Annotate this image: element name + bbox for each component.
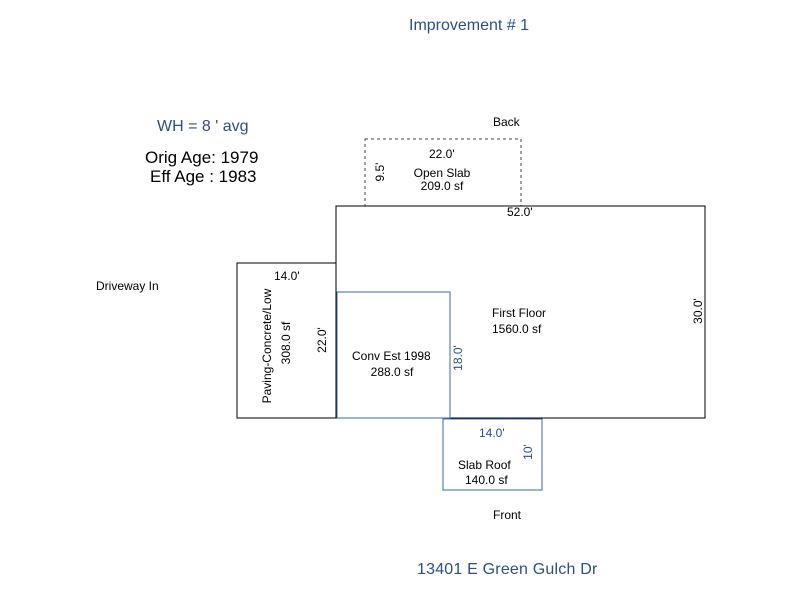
open-slab-depth: 9.5'	[373, 162, 387, 182]
paving-name: Paving-Concrete/Low	[260, 288, 274, 404]
paving-area: 308.0 sf	[279, 321, 293, 365]
back-label: Back	[493, 115, 520, 129]
property-address: 13401 E Green Gulch Dr	[417, 561, 598, 578]
conversion-name: Conv Est 1998	[352, 349, 431, 363]
slab-roof-outline	[442, 418, 543, 491]
page-title: Improvement # 1	[409, 17, 530, 34]
conversion-outline	[336, 291, 451, 419]
first-floor-area: 1560.0 sf	[492, 322, 542, 336]
paving-outline	[236, 262, 337, 419]
paving-depth: 22.0'	[315, 327, 329, 353]
first-floor-width: 52.0'	[507, 205, 533, 219]
orig-age-label: Orig Age: 1979	[145, 148, 259, 167]
conversion-area: 288.0 sf	[370, 365, 414, 379]
conversion-depth: 18.0'	[451, 345, 465, 371]
first-floor-name: First Floor	[492, 306, 546, 320]
open-slab-width: 22.0'	[429, 147, 455, 161]
open-slab-name: Open Slab	[413, 166, 471, 180]
slab-roof-name: Slab Roof	[458, 458, 511, 472]
slab-roof-area: 140.0 sf	[465, 473, 508, 487]
wall-height-label: WH = 8 ' avg	[157, 118, 249, 135]
open-slab-area: 209.0 sf	[420, 179, 464, 193]
eff-age-label: Eff Age : 1983	[150, 167, 257, 186]
driveway-label: Driveway In	[96, 279, 159, 293]
slab-roof-width: 14.0'	[479, 426, 505, 440]
slab-roof-depth: 10'	[521, 444, 535, 460]
front-label: Front	[493, 508, 522, 522]
paving-width: 14.0'	[274, 269, 300, 283]
first-floor-depth: 30.0'	[691, 298, 705, 324]
